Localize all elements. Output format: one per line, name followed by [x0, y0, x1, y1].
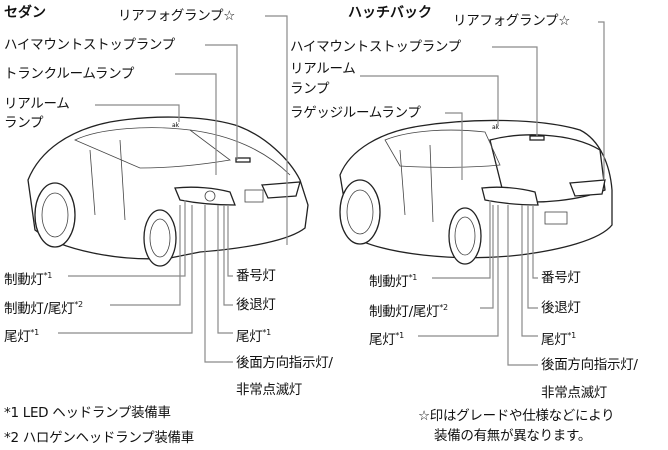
hatch-reverse-label: 後退灯	[541, 300, 581, 316]
sedan-tail-label: 尾灯*1	[4, 328, 39, 345]
sedan-turn-label-1: 後面方向指示灯/	[236, 355, 333, 371]
hatch-rear-room-label-1: リアルーム	[290, 61, 356, 77]
hatch-rear-room-label-2: ランプ	[290, 81, 330, 97]
hatch-brake-label: 制動灯*1	[369, 273, 418, 290]
sedan-reverse-label: 後退灯	[236, 297, 276, 313]
star-note-1: ☆印はグレードや仕様などにより	[418, 408, 615, 424]
sedan-tail-right-label: 尾灯*1	[236, 328, 271, 345]
sedan-title: セダン	[4, 5, 46, 21]
sedan-rear-fog-label: リアフォグランプ☆	[118, 8, 235, 24]
star-note-2: 装備の有無が異なります。	[434, 428, 592, 444]
hatch-leader-lines	[360, 21, 605, 366]
hatch-license-label: 番号灯	[541, 270, 581, 286]
hatch-high-mount-label: ハイマウントストップランプ	[290, 39, 461, 55]
footnote-2: *2 ハロゲンヘッドランプ装備車	[4, 430, 194, 446]
sedan-brake-label: 制動灯*1	[4, 271, 53, 288]
svg-text:ak: ak	[172, 122, 180, 129]
sedan-trunk-room-label: トランクルームランプ	[4, 66, 135, 82]
sedan-rear-room-label-2: ランプ	[4, 115, 44, 131]
svg-text:ak: ak	[492, 124, 500, 131]
sedan-car-drawing: ak	[27, 116, 309, 267]
footnote-1: *1 LED ヘッドランプ装備車	[4, 405, 171, 421]
hatch-car-drawing: ak	[339, 119, 613, 265]
sedan-rear-room-label-1: リアルーム	[4, 96, 70, 112]
sedan-leader-lines	[58, 15, 288, 363]
hatch-turn-label-1: 後面方向指示灯/	[541, 357, 638, 373]
sedan-brake-tail-label: 制動灯/尾灯*2	[4, 300, 83, 317]
sedan-high-mount-label: ハイマウントストップランプ	[4, 37, 175, 53]
sedan-turn-label-2: 非常点滅灯	[236, 382, 302, 398]
hatch-luggage-room-label: ラゲッジルームランプ	[290, 105, 421, 121]
hatch-tail-right-label: 尾灯*1	[541, 331, 576, 348]
sedan-license-label: 番号灯	[236, 268, 276, 284]
hatch-turn-label-2: 非常点滅灯	[541, 385, 607, 401]
hatch-brake-tail-label: 制動灯/尾灯*2	[369, 303, 448, 320]
hatch-rear-fog-label: リアフォグランプ☆	[453, 13, 570, 29]
hatch-title: ハッチバック	[348, 5, 432, 21]
hatch-tail-label: 尾灯*1	[369, 331, 404, 348]
